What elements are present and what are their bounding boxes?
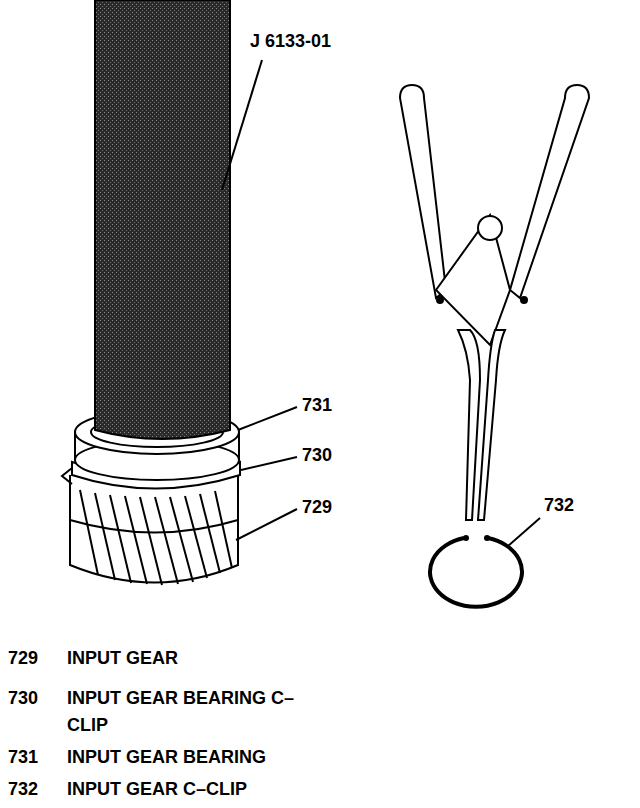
part-name: INPUT GEAR C–CLIP <box>67 776 247 803</box>
legend-number: 729 <box>8 645 38 672</box>
callout-number: 732 <box>544 492 574 519</box>
callout-number: 731 <box>302 392 332 419</box>
legend-number: 730 <box>8 685 38 712</box>
legend-number: 731 <box>8 744 38 771</box>
callout-number: 729 <box>302 494 332 521</box>
legend-number: 732 <box>8 776 38 803</box>
part-name: INPUT GEAR <box>67 645 178 672</box>
tool-number: J 6133-01 <box>250 28 331 55</box>
part-name: INPUT GEAR BEARING <box>67 744 266 771</box>
callout-number: 730 <box>302 442 332 469</box>
part-name: INPUT GEAR BEARING C–CLIP <box>67 685 317 739</box>
